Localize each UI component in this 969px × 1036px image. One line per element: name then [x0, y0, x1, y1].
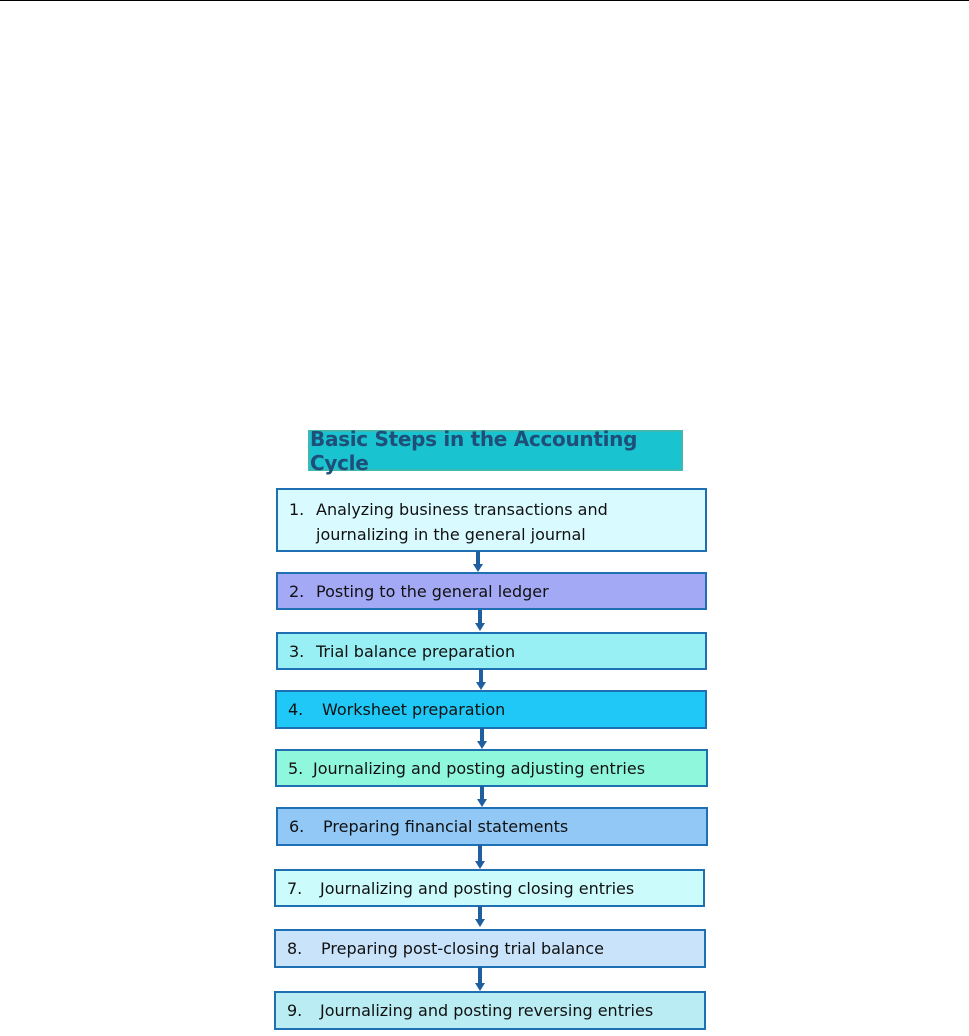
step-9-text: Journalizing and posting reversing entri… [320, 1001, 654, 1020]
diagram-title: Basic Steps in the Accounting Cycle [308, 427, 683, 475]
step-7-text: Journalizing and posting closing entries [320, 878, 635, 898]
arrow-down-icon [475, 906, 485, 927]
arrow-down-icon [475, 845, 485, 869]
top-rule [0, 0, 969, 1]
step-1-box: 1. Analyzing business transactions and j… [276, 488, 707, 552]
step-6-box: 6. Preparing financial statements [276, 807, 708, 846]
step-2-text: Posting to the general ledger [316, 581, 549, 601]
step-7-number: 7. [287, 878, 303, 898]
step-1-text: Analyzing business transactions and jour… [316, 500, 608, 544]
arrow-down-icon [477, 786, 487, 807]
step-2-box: 2. Posting to the general ledger [276, 572, 707, 610]
step-5-box: 5. Journalizing and posting adjusting en… [275, 749, 708, 787]
step-3-number: 3. [289, 641, 305, 661]
step-8-box: 8. Preparing post-closing trial balance [274, 929, 706, 968]
step-6-number: 6. [289, 817, 305, 836]
step-2-number: 2. [289, 581, 305, 601]
step-3-box: 3. Trial balance preparation [276, 632, 707, 670]
arrow-down-icon [475, 610, 485, 631]
step-9-number: 9. [287, 1001, 303, 1020]
step-4-box: 4. Worksheet preparation [275, 690, 707, 729]
step-5-text: Journalizing and posting adjusting entri… [313, 758, 646, 778]
arrow-down-icon [473, 551, 483, 572]
step-5-number: 5. [288, 758, 304, 778]
step-6-text: Preparing financial statements [323, 817, 569, 836]
step-8-text: Preparing post-closing trial balance [321, 939, 604, 958]
step-4-text: Worksheet preparation [322, 700, 506, 719]
step-1-number: 1. [289, 500, 305, 519]
arrow-down-icon [475, 967, 485, 991]
step-7-box: 7. Journalizing and posting closing entr… [274, 869, 705, 907]
step-3-text: Trial balance preparation [316, 641, 516, 661]
step-9-box: 9. Journalizing and posting reversing en… [274, 991, 706, 1030]
arrow-down-icon [477, 728, 487, 749]
step-8-number: 8. [287, 939, 303, 958]
arrow-down-icon [476, 669, 486, 690]
step-4-number: 4. [288, 700, 304, 719]
